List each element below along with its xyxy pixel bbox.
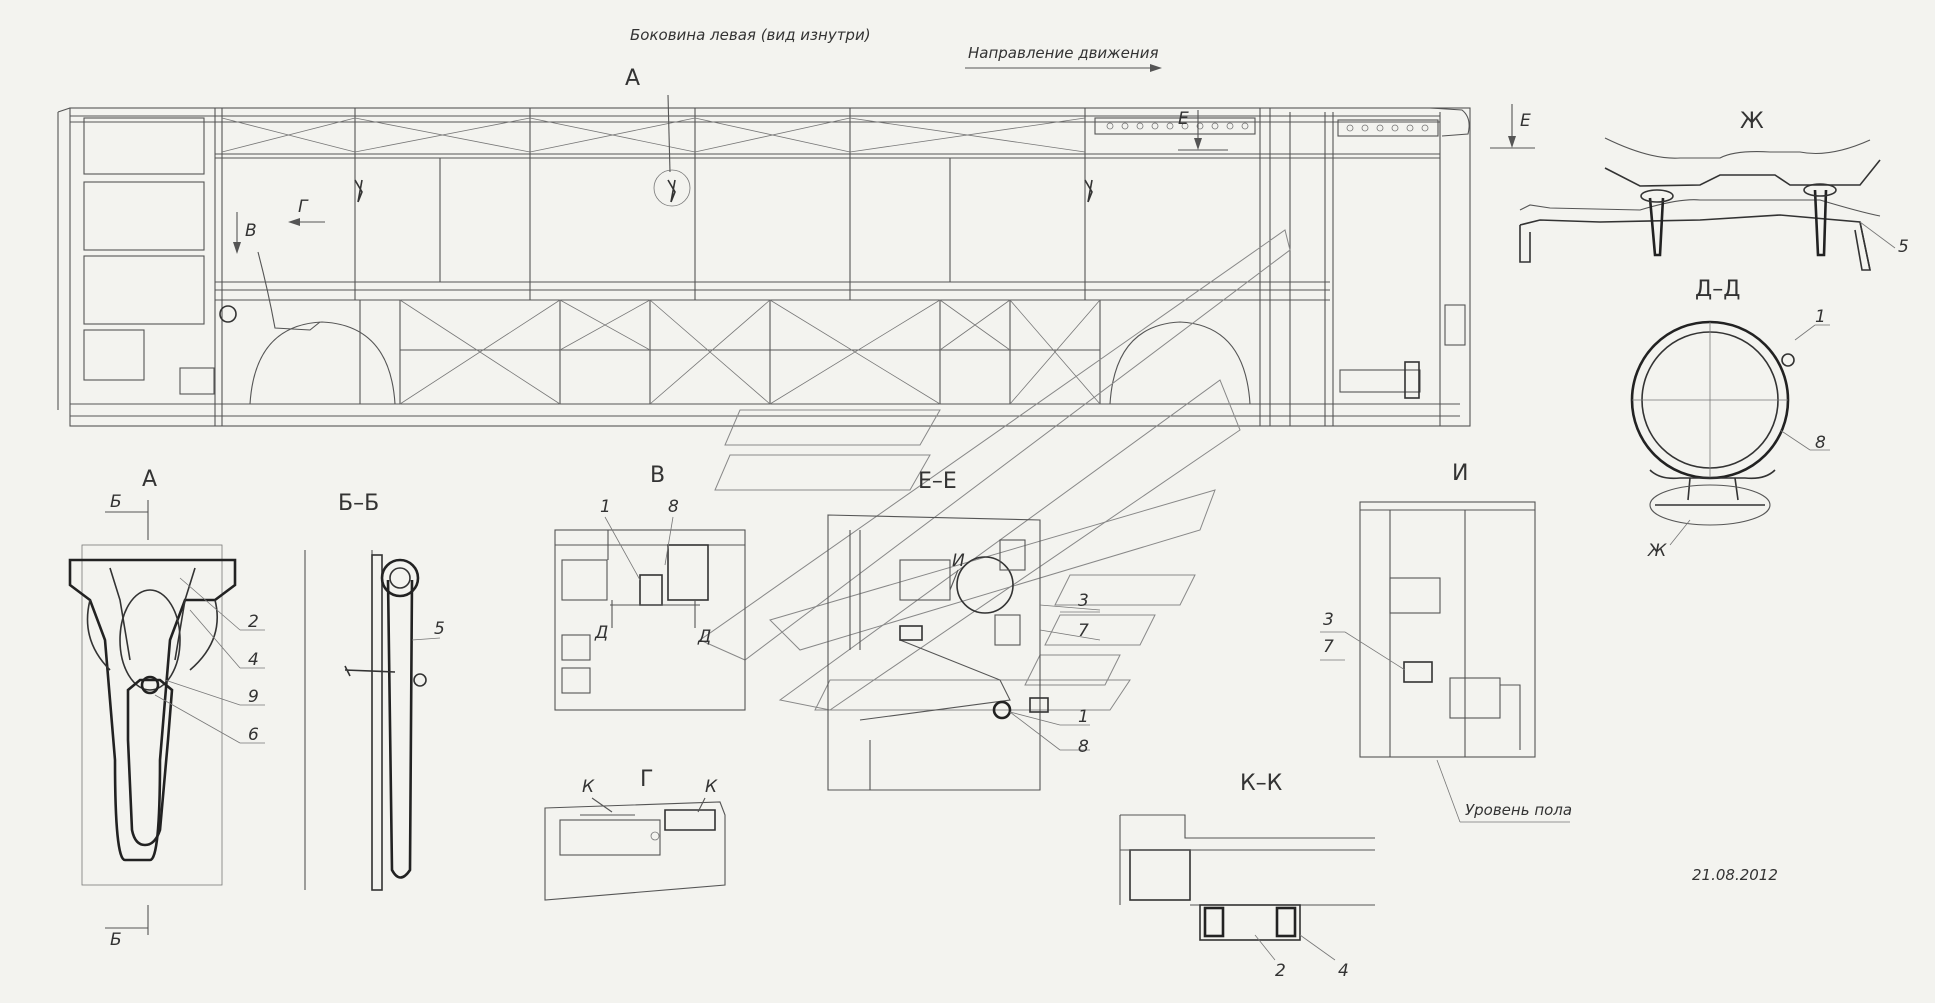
callout-7-ee: 7 [1078,621,1089,641]
callout-5-bb: 5 [434,619,445,639]
view-a-marker: А [625,66,640,91]
section-d-marker-left: Д [594,623,608,643]
callout-2-a: 2 [248,612,259,632]
view-g-title: Г [640,767,653,792]
view-g-drawing [544,801,726,901]
callout-1-v: 1 [600,497,611,517]
drawing-date: 21.08.2012 [1692,866,1778,884]
callout-1-ee: 1 [1078,707,1089,727]
view-v-drawing [554,529,746,711]
view-v-arrow [233,212,241,254]
callout-2-kk: 2 [1275,961,1286,981]
callout-8-v: 8 [668,497,679,517]
view-zh-title: Ж [1740,109,1764,134]
section-dd-drawing [1630,320,1830,546]
view-i-drawing [1359,501,1536,758]
direction-arrow [965,64,1162,72]
callout-6-a: 6 [248,725,259,745]
section-b-marker-bottom: Б [110,930,122,950]
view-e-marker-right: Е [1520,111,1531,131]
section-ee-drawing [827,514,1049,791]
callout-3-i: 3 [1323,610,1334,630]
view-e-arrow [1178,110,1228,151]
section-bb-drawing [304,550,441,891]
view-i-title: И [1452,461,1468,486]
view-g-marker: Г [298,197,309,217]
section-bb-title: Б–Б [338,491,379,516]
callout-9-a: 9 [248,687,259,707]
callout-8-ee: 8 [1078,737,1089,757]
floor-level-label: Уровень пола [1465,801,1572,819]
detail-a-leaders [154,577,265,744]
section-k-marker-left: К [582,777,595,797]
detail-a-drawing [68,544,237,886]
watermark [698,229,1291,711]
view-e-marker: Е [1178,109,1189,129]
section-d-marker-right: Д [697,627,711,647]
section-ee-leaders [1009,604,1101,751]
sheet-title: Боковина левая (вид изнутри) [630,26,871,44]
view-e-arrow-right [1490,104,1535,149]
callout-4-a: 4 [248,650,259,670]
view-v-title: В [650,463,665,488]
section-ee-title: Е–Е [918,469,957,494]
detail-a-title: А [142,467,157,492]
section-k-marker-right: К [705,777,718,797]
section-dd-title: Д–Д [1695,277,1740,302]
callout-1-dd: 1 [1815,307,1826,327]
view-g-arrow [288,218,325,226]
callout-4-kk: 4 [1338,961,1349,981]
callout-8-dd: 8 [1815,433,1826,453]
section-kk-drawing [1119,814,1375,961]
callout-5-zh: 5 [1898,237,1909,257]
view-zh-marker: Ж [1647,541,1667,561]
callout-7-i: 7 [1323,637,1334,657]
bus-side-frame [57,107,1471,427]
section-kk-title: К–К [1240,771,1283,796]
direction-label: Направление движения [968,44,1158,62]
section-b-marker-top: Б [110,492,122,512]
view-i-marker: И [952,551,965,571]
view-zh-drawing [1519,137,1896,271]
view-v-marker: В [245,221,257,241]
callout-3-ee: 3 [1078,591,1089,611]
